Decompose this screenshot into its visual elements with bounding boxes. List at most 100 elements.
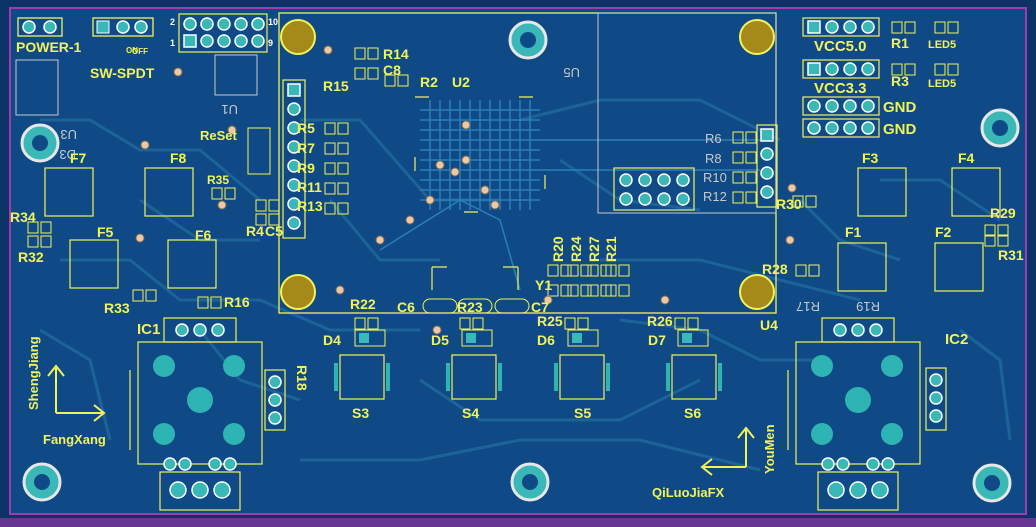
- silk-label-r13: R13: [297, 198, 323, 214]
- silk-label-switch_off: OFF: [132, 47, 148, 56]
- silk-label-f8: F8: [170, 150, 187, 166]
- silk-label-s6: S6: [684, 405, 701, 421]
- silk-label-led5a: LED5: [928, 39, 956, 51]
- fine-traces: [379, 100, 760, 291]
- silk-label-r1: R1: [891, 35, 909, 51]
- silk-label-s3: S3: [352, 405, 369, 421]
- reset-button-outline: [247, 127, 271, 175]
- silk-label-r35: R35: [207, 173, 229, 187]
- silk-label-shengjiang: ShengJiang: [26, 336, 41, 410]
- silk-label-hdr_9: 9: [268, 38, 273, 48]
- silk-label-hdr_10: 10: [268, 17, 278, 27]
- silk-label-r26: R26: [647, 313, 673, 329]
- silk-label-r3: R3: [891, 73, 909, 89]
- silk-label-s4: S4: [462, 405, 479, 421]
- sw-spdt-switch: [92, 17, 154, 37]
- silk-label-gnd1: GND: [883, 99, 917, 116]
- silk-label-c5: C5: [265, 223, 283, 239]
- silk-label-r15: R15: [323, 78, 349, 94]
- direction-arrow-right: [700, 426, 755, 476]
- silk-label-vcc33: VCC3.3: [814, 80, 867, 97]
- crystal-y1: [431, 266, 519, 290]
- silk-label-r21: R21: [603, 236, 619, 262]
- silk-label-r24: R24: [568, 236, 584, 262]
- silk-label-c7: C7: [531, 299, 549, 315]
- smd-pads: [27, 21, 1009, 347]
- silk-label-switch_on: ON: [126, 46, 138, 55]
- silk-label-d3: D3: [59, 147, 76, 162]
- u1-outline: [214, 54, 258, 96]
- silk-label-r19: R19: [856, 299, 880, 314]
- mounting-holes: [20, 19, 1020, 503]
- silk-label-led5b: LED5: [928, 78, 956, 90]
- silk-label-r23: R23: [457, 299, 483, 315]
- direction-arrow-left: [47, 364, 106, 422]
- silk-label-r10: R10: [703, 170, 727, 185]
- fuse-footprints: [44, 167, 1001, 292]
- silk-label-r16: R16: [224, 294, 250, 310]
- silk-label-r11: R11: [297, 179, 322, 195]
- silk-label-u2: U2: [452, 74, 470, 90]
- header-2x4: [613, 167, 695, 211]
- silk-label-gnd2: GND: [883, 121, 917, 138]
- power-headers: [802, 17, 880, 138]
- silk-label-r18: R18: [294, 365, 310, 391]
- silk-label-f4: F4: [958, 150, 975, 166]
- silk-label-r28: R28: [762, 261, 788, 277]
- silk-label-f1: F1: [845, 224, 862, 240]
- silk-label-r17: R17: [796, 299, 820, 314]
- silk-label-f7: F7: [70, 150, 87, 166]
- silk-label-r22: R22: [350, 296, 376, 312]
- joystick-ic1: [129, 317, 286, 511]
- silk-label-c6: C6: [397, 299, 415, 315]
- silk-label-r20: R20: [550, 236, 566, 262]
- silk-label-qiluojiafx: QiLuoJiaFX: [652, 485, 725, 500]
- silk-label-r27: R27: [586, 236, 602, 262]
- u3-outline: [15, 59, 59, 116]
- silk-label-r9: R9: [297, 160, 315, 176]
- board-edge: [0, 518, 1036, 527]
- silk-label-d6: D6: [537, 332, 555, 348]
- silk-label-s5: S5: [574, 405, 591, 421]
- silk-label-r30: R30: [776, 196, 802, 212]
- silk-label-vcc50: VCC5.0: [814, 38, 867, 55]
- silk-label-f3: F3: [862, 150, 879, 166]
- joystick-ic2: [787, 317, 947, 511]
- silk-label-power: POWER-1: [16, 39, 82, 55]
- silk-label-u1: U1: [221, 102, 238, 117]
- silk-label-hdr_1: 1: [170, 38, 175, 48]
- silk-label-d7: D7: [648, 332, 666, 348]
- silk-label-y1: Y1: [535, 277, 552, 293]
- silk-label-r34: R34: [10, 209, 36, 225]
- silk-label-d4: D4: [323, 332, 341, 348]
- silk-label-r4: R4: [246, 223, 264, 239]
- silk-label-d5: D5: [431, 332, 449, 348]
- silk-label-f5: F5: [97, 224, 114, 240]
- silk-label-sw_spdt: SW-SPDT: [90, 65, 155, 81]
- silk-label-f6: F6: [195, 227, 212, 243]
- silk-label-r5: R5: [297, 120, 315, 136]
- silk-label-ic2: IC2: [945, 331, 968, 348]
- silk-label-r2: R2: [420, 74, 438, 90]
- silk-label-r31: R31: [998, 247, 1024, 263]
- vias: [135, 45, 797, 335]
- silk-label-r14: R14: [383, 46, 409, 62]
- silk-label-r7: R7: [297, 140, 315, 156]
- silk-label-r25: R25: [537, 313, 563, 329]
- power-connector: [17, 17, 63, 37]
- silk-label-u5: U5: [563, 65, 580, 80]
- silk-label-c8: C8: [383, 62, 401, 78]
- silk-label-u3: U3: [60, 127, 77, 142]
- board-outline: [9, 7, 1027, 515]
- header-2x5: [178, 13, 268, 53]
- silk-label-reset: ReSet: [200, 128, 238, 143]
- silk-label-r32: R32: [18, 249, 44, 265]
- module-right-pin-header: [756, 124, 778, 208]
- silk-label-youmen: YouMen: [762, 424, 777, 474]
- module-left-pin-header: [282, 79, 306, 239]
- silk-label-hdr_2: 2: [170, 17, 175, 27]
- tact-switches: [334, 354, 722, 400]
- silk-label-r29: R29: [990, 205, 1016, 221]
